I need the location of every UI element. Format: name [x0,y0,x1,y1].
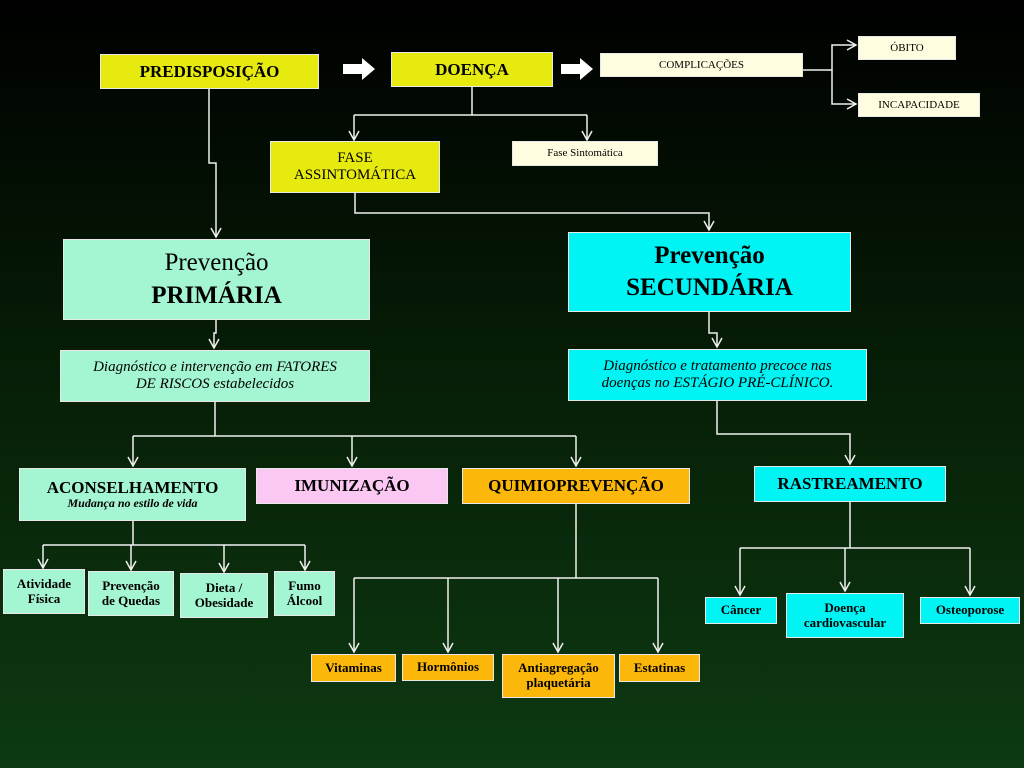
rastreamento-item-osteoporose: Osteoporose [920,597,1020,624]
quimioprevencao-box: QUIMIOPREVENÇÃO [462,468,690,504]
lifestyle-item-line: Prevenção [102,577,160,593]
lifestyle-item-line: Dieta / [205,579,243,595]
doenca-label: DOENÇA [435,59,509,79]
fase-assintomatica-line2: ASSINTOMÁTICA [293,167,417,183]
lifestyle-item-atividade-fisica: Atividade Física [3,569,85,614]
lifestyle-item-fumo-alcool: Fumo Álcool [274,571,335,616]
complicacoes-box: COMPLICAÇÕES [600,53,803,77]
complicacoes-label: COMPLICAÇÕES [659,58,744,71]
rastreamento-item-cancer: Câncer [705,597,777,624]
fase-sintomatica-label: Fase Sintomática [547,147,623,160]
prevencao-primaria-line2: PRIMÁRIA [151,281,282,309]
rastreamento-item-doenca-cardiovascular: Doença cardiovascular [786,593,904,638]
incapacidade-label: INCAPACIDADE [878,98,960,111]
imunizacao-label: IMUNIZAÇÃO [294,476,410,496]
lifestyle-item-line: Álcool [286,592,323,608]
aconselhamento-box: ACONSELHAMENTO Mudança no estilo de vida [19,468,246,521]
fase-assintomatica-line1: FASE [337,149,373,166]
quimio-item-line: Antiagregação [518,660,599,676]
quimio-item-antiagregacao: Antiagregação plaquetária [502,654,615,698]
fase-sintomatica-box: Fase Sintomática [512,141,658,166]
lifestyle-item-line: Física [27,590,61,606]
incapacidade-box: INCAPACIDADE [858,93,980,117]
diag-secundaria-box: Diagnóstico e tratamento precoce nas doe… [568,349,867,401]
prevencao-primaria-box: Prevenção PRIMÁRIA [63,239,370,320]
quimio-item-hormonios: Hormônios [402,654,494,681]
quimioprevencao-label: QUIMIOPREVENÇÃO [488,476,664,496]
quimio-item-vitaminas: Vitaminas [311,654,396,682]
diag-secundaria-line2: doenças no ESTÁGIO PRÉ-CLÍNICO. [601,375,834,391]
rastreamento-item-line: cardiovascular [803,614,887,630]
predisposicao-label: PREDISPOSIÇÃO [139,61,280,81]
fase-assintomatica-box: FASE ASSINTOMÁTICA [270,141,440,193]
aconselhamento-title: ACONSELHAMENTO [46,477,219,497]
aconselhamento-subtitle: Mudança no estilo de vida [67,496,198,511]
diag-primaria-line1: Diagnóstico e intervenção em FATORES [93,358,337,375]
prevencao-secundaria-line2: SECUNDÁRIA [626,274,793,301]
diag-secundaria-line1: Diagnóstico e tratamento precoce nas [603,357,832,374]
diag-primaria-line2: DE RISCOS estabelecidos [135,376,295,392]
quimio-item-line: Vitaminas [325,659,382,675]
quimio-item-estatinas: Estatinas [619,654,700,682]
quimio-item-line: Estatinas [633,659,686,675]
prevencao-secundaria-box: Prevenção SECUNDÁRIA [568,232,851,312]
quimio-item-line: plaquetária [526,675,591,690]
diag-primaria-box: Diagnóstico e intervenção em FATORES DE … [60,350,370,402]
predisposicao-box: PREDISPOSIÇÃO [100,54,319,89]
prevencao-primaria-line1: Prevenção [164,249,269,276]
obito-label: ÓBITO [890,41,924,54]
lifestyle-item-prevencao-quedas: Prevenção de Quedas [88,571,174,616]
lifestyle-item-line: Obesidade [194,594,254,610]
obito-box: ÓBITO [858,36,956,60]
rastreamento-label: RASTREAMENTO [777,474,923,494]
block-arrow-1 [343,58,375,80]
lifestyle-item-line: Fumo [288,577,321,593]
lifestyle-item-dieta-obesidade: Dieta / Obesidade [180,573,268,618]
imunizacao-box: IMUNIZAÇÃO [256,468,448,504]
lifestyle-item-line: de Quedas [101,592,161,608]
block-arrow-2 [561,58,593,80]
doenca-box: DOENÇA [391,52,553,87]
prevencao-secundaria-line1: Prevenção [654,241,765,269]
quimio-item-line: Hormônios [416,659,480,675]
rastreamento-box: RASTREAMENTO [754,466,946,502]
rastreamento-item-line: Câncer [720,602,762,618]
lifestyle-item-line: Atividade [16,575,72,591]
rastreamento-item-line: Doença [824,599,866,615]
rastreamento-item-line: Osteoporose [935,602,1005,618]
